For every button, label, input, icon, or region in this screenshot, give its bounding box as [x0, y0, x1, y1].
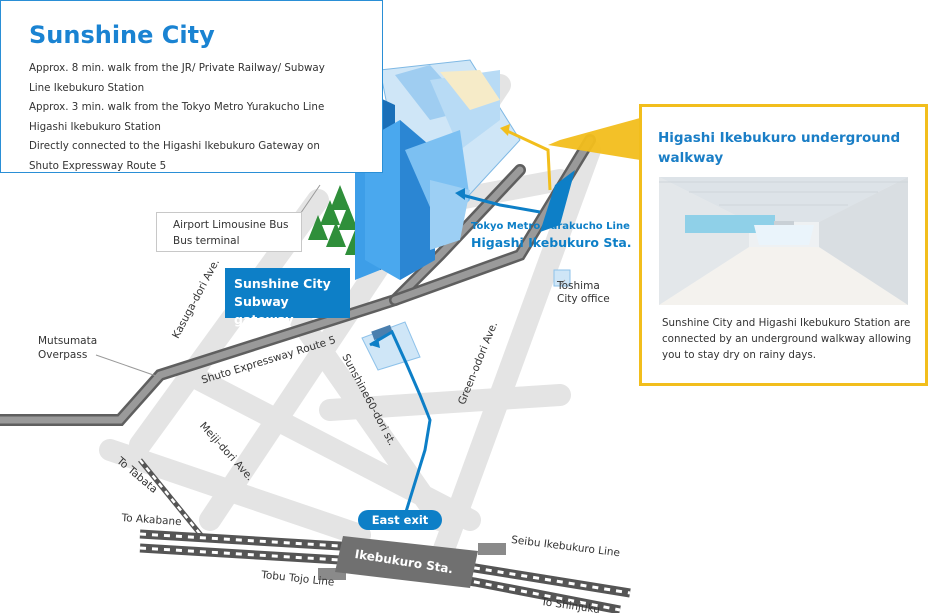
parking-lot — [361, 321, 421, 371]
airport-bus-label-line: Airport Limousine Bus — [173, 219, 289, 231]
subway-gateway-label-line: Sunshine City — [234, 276, 331, 291]
info-line: Approx. 3 min. walk from the Tokyo Metro… — [29, 101, 325, 113]
info-lines: Approx. 8 min. walk from the JR/ Private… — [29, 59, 369, 176]
walkway-description: Sunshine City and Higashi Ikebukuro Stat… — [662, 317, 912, 361]
ikebukuro-station — [335, 536, 478, 588]
walkway-photo — [659, 177, 908, 305]
sunshine-city-info-panel: Sunshine City Approx. 8 min. walk from t… — [0, 0, 383, 173]
walkway-title: Higashi Ikebukuro underground walkway — [658, 130, 901, 166]
underground-walkway-route — [504, 128, 552, 191]
toshima-office-building — [553, 269, 571, 287]
toshima-label-line: City office — [557, 293, 610, 305]
higashi-ikebukuro-sta-label: Higashi Ikebukuro Sta. — [471, 235, 632, 250]
green-odori-road — [429, 139, 601, 571]
info-line: Line Ikebukuro Station — [29, 81, 145, 94]
mutsumata-label: Mutsumata Overpass — [38, 334, 97, 362]
info-line: Shuto Expressway Route 5 — [29, 159, 167, 172]
mutsumata-label-line: Overpass — [38, 349, 88, 361]
walkway-callout-panel: Higashi Ikebukuro underground walkway Su… — [639, 104, 928, 386]
route-east-exit — [369, 329, 432, 516]
info-line: Approx. 8 min. walk from the JR/ Private… — [29, 62, 325, 74]
east-exit-marker: East exit — [358, 510, 442, 530]
airport-bus-label-line: Bus terminal — [173, 235, 240, 247]
cross-street — [319, 384, 571, 421]
airport-bus-label: Airport Limousine Bus Bus terminal — [156, 212, 302, 252]
callout-pointer — [548, 118, 640, 160]
info-line: Directly connected to the Higashi Ikebuk… — [29, 140, 320, 152]
subway-gateway-label: Sunshine City Subway gateway — [225, 268, 350, 327]
info-line: Higashi Ikebukuro Station — [29, 120, 161, 133]
toshima-label: Toshima City office — [557, 280, 610, 306]
subway-gateway-label-line: Subway gateway — [234, 294, 294, 327]
meiji-dori-road — [99, 439, 371, 546]
yurakucho-line-label: Tokyo Metro Yurakucho Line — [471, 221, 630, 232]
higashi-ikebukuro-station-marker — [540, 170, 575, 232]
info-title: Sunshine City — [29, 21, 215, 49]
route-higashi-sta — [461, 193, 541, 214]
mutsumata-label-line: Mutsumata — [38, 335, 98, 347]
toshima-label-line: Toshima — [557, 280, 600, 292]
sunshine60-road — [289, 309, 451, 531]
